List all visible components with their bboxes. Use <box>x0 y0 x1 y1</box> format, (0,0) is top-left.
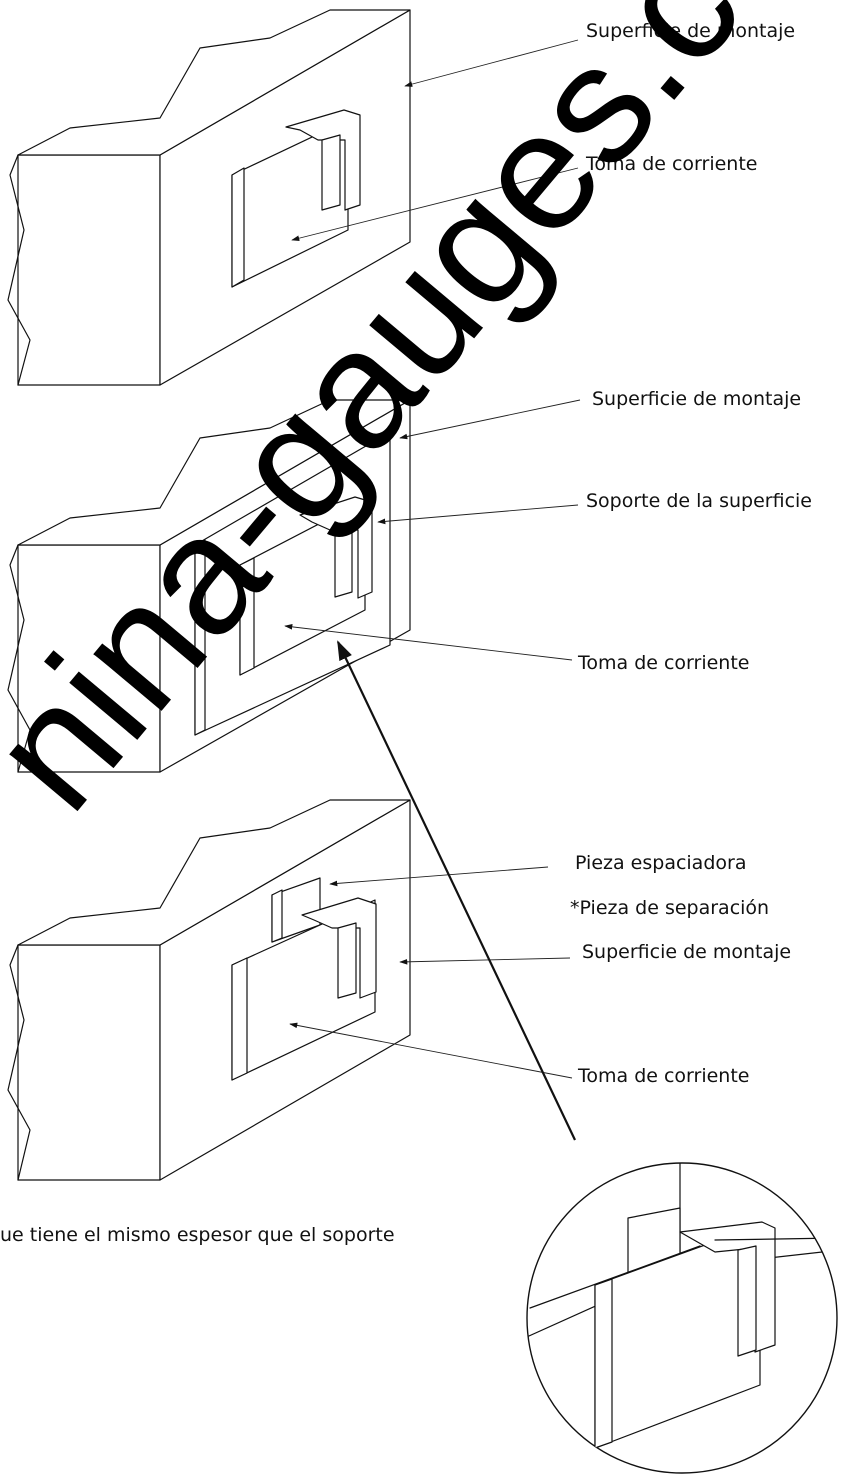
detail-bracket-leg <box>737 1245 757 1357</box>
block-broken-edge <box>7 944 31 1181</box>
label-outlet: Toma de corriente <box>585 153 758 175</box>
outlet-bracket <box>299 496 373 599</box>
spacer-edge <box>271 889 283 943</box>
outlet-bracket <box>285 109 361 211</box>
leader-line <box>399 399 581 440</box>
outlet-bracket-leg <box>321 134 341 211</box>
block-top-face <box>17 399 411 546</box>
footnote-text: ue tiene el mismo espesor que el soporte <box>0 1224 395 1246</box>
block-top-face <box>17 9 411 156</box>
detail-pointer-line <box>337 640 576 1141</box>
leader-line <box>289 1022 573 1079</box>
support-plate-edge <box>194 539 206 736</box>
leader-line <box>404 39 579 87</box>
label-mounting-surface: Superficie de montaje <box>582 941 791 963</box>
outlet-2 <box>239 496 373 676</box>
outlet-bracket-leg <box>337 922 357 999</box>
leader-line <box>284 624 573 661</box>
leader-line <box>329 866 549 887</box>
detail-zoom <box>526 1162 838 1474</box>
leader-line <box>399 957 571 965</box>
detail-ref-line <box>529 1245 701 1309</box>
outlet-1 <box>231 109 361 288</box>
label-mounting-surface: Superficie de montaje <box>586 20 795 42</box>
outlet-bracket-leg <box>334 524 353 598</box>
detail-outlet-edge <box>594 1278 613 1449</box>
block-front-face <box>17 154 161 386</box>
label-surface-support: Soporte de la superficie <box>586 490 812 512</box>
block-front-face <box>17 944 161 1181</box>
block-broken-edge <box>7 544 31 773</box>
outlet-plate-edge <box>231 957 248 1081</box>
outlet-plate-edge <box>231 167 245 288</box>
label-outlet: Toma de corriente <box>577 1065 750 1087</box>
outlet-bracket <box>301 897 377 999</box>
block-broken-edge <box>7 154 31 386</box>
outlet-plate-edge <box>239 557 255 676</box>
outlet-3 <box>231 897 377 1081</box>
label-separation-piece-note: *Pieza de separación <box>570 897 769 919</box>
leader-line <box>377 504 579 525</box>
diagram-3: Pieza espaciadora *Pieza de separación S… <box>7 799 791 1181</box>
label-mounting-surface: Superficie de montaje <box>592 388 801 410</box>
label-outlet: Toma de corriente <box>577 652 750 674</box>
label-spacer-piece: Pieza espaciadora <box>575 852 746 874</box>
diagram-1: Superficie de montaje Toma de corriente <box>7 9 795 386</box>
block-top-face <box>17 799 411 946</box>
leader-line <box>291 167 579 241</box>
